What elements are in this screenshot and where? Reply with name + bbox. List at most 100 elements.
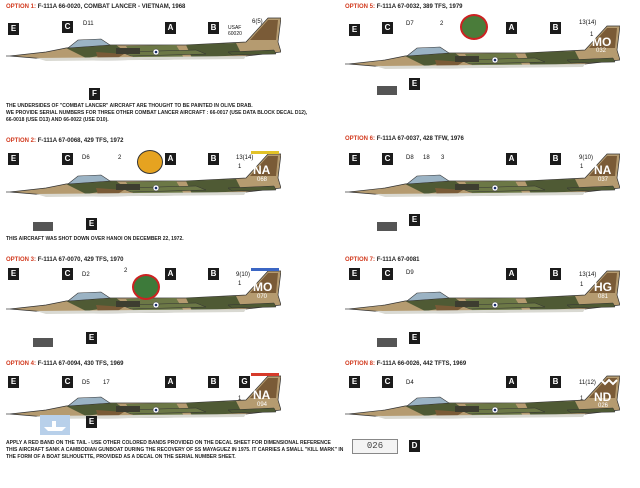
f111-side-view xyxy=(6,151,281,198)
tail-code: NA xyxy=(253,388,271,402)
callout-marker: F xyxy=(89,88,100,100)
tail-serial: 081 xyxy=(598,294,609,300)
decal-number: 13(14) xyxy=(579,272,597,278)
squadron-patch-icon xyxy=(137,150,163,174)
callout-marker: G xyxy=(239,376,250,388)
tail-serial: 094 xyxy=(257,402,268,408)
option-note: WE PROVIDE SERIAL NUMBERS FOR THREE OTHE… xyxy=(6,110,308,116)
tail-code: HG xyxy=(594,280,612,294)
callout-marker: E xyxy=(8,376,19,388)
decal-number: D9 xyxy=(406,270,414,276)
option-note: THIS AIRCRAFT SANK A CAMBODIAN GUNBOAT D… xyxy=(6,447,344,453)
callout-marker: B xyxy=(208,268,219,280)
decal-number: D2 xyxy=(82,272,90,278)
decal-number: 1 xyxy=(580,396,584,402)
aircraft-profile-option-2 xyxy=(6,148,281,208)
decal-number: 3 xyxy=(441,155,445,161)
callout-marker: C xyxy=(382,153,393,165)
option-note: THE FORM OF A BOAT SILHOUETTE, PROVIDED … xyxy=(6,454,236,460)
squadron-patch-icon xyxy=(460,14,488,40)
callout-marker: E xyxy=(349,24,360,36)
option-note: THE UNDERSIDES OF "COMBAT LANCER" AIRCRA… xyxy=(6,103,253,109)
tail-code: MO xyxy=(592,35,612,49)
tail-serial: 032 xyxy=(596,48,607,54)
callout-marker: A xyxy=(165,376,176,388)
callout-marker: B xyxy=(208,376,219,388)
tail-marking: USAF xyxy=(228,25,242,31)
option-title: OPTION 4: F-111A 67-0094, 430 TFS, 1969 xyxy=(6,361,124,367)
swatch xyxy=(33,338,53,347)
aircraft-profile-option-1 xyxy=(6,12,281,72)
decal-number: 9(10) xyxy=(579,155,594,161)
decal-number: 2 xyxy=(118,155,122,161)
option-title: OPTION 7: F-111A 67-0081 xyxy=(345,257,420,263)
callout-marker: C xyxy=(382,22,393,34)
decal-number: 18 xyxy=(423,155,430,161)
decal-number: 17 xyxy=(103,380,110,386)
decal-number: D6 xyxy=(82,155,90,161)
callout-marker: E xyxy=(86,416,97,428)
callout-marker: C xyxy=(62,268,73,280)
callout-marker: E xyxy=(86,218,97,230)
callout-marker: E xyxy=(409,78,420,90)
callout-marker: C xyxy=(382,268,393,280)
callout-marker: E xyxy=(8,268,19,280)
swatch xyxy=(377,86,397,95)
swatch xyxy=(33,222,53,231)
callout-marker: B xyxy=(550,22,561,34)
tail-code: ND xyxy=(594,390,612,404)
decal-number: 1 xyxy=(238,281,242,287)
callout-marker: A xyxy=(165,22,176,34)
decal-number: 2 xyxy=(440,21,444,27)
swatch xyxy=(377,222,397,231)
option-note: 66-0018 (USE D13) AND 66-0022 (USE D10). xyxy=(6,117,109,123)
decal-number: D7 xyxy=(406,21,414,27)
decal-number: 1 xyxy=(580,164,584,170)
serial-number-box: 026 xyxy=(352,439,398,454)
option-note: THIS AIRCRAFT WAS SHOT DOWN OVER HANOI O… xyxy=(6,236,184,242)
callout-marker: A xyxy=(165,268,176,280)
decal-number: 6(5) xyxy=(252,19,263,25)
callout-marker: E xyxy=(349,376,360,388)
option-title: OPTION 2: F-111A 67-0068, 429 TFS, 1972 xyxy=(6,138,124,144)
f111-side-view xyxy=(345,375,620,420)
tail-serial: 068 xyxy=(257,177,268,183)
tail-serial: 070 xyxy=(257,294,268,300)
tail-code: MO xyxy=(253,280,273,294)
option-title: OPTION 3: F-111A 67-0070, 429 TFS, 1970 xyxy=(6,257,124,263)
swatch xyxy=(377,338,397,347)
callout-marker: D xyxy=(409,440,420,452)
aircraft-profile-option-8 xyxy=(345,370,620,430)
callout-marker: B xyxy=(208,153,219,165)
callout-marker: A xyxy=(165,153,176,165)
decal-number: 1 xyxy=(238,164,242,170)
decal-number: 2 xyxy=(124,268,128,274)
tail-code: NA xyxy=(253,163,271,177)
decal-number: 11(12) xyxy=(579,380,596,386)
f111-side-view xyxy=(6,268,281,315)
option-title: OPTION 8: F-111A 66-0026, 442 TFTS, 1969 xyxy=(345,361,467,367)
callout-marker: C xyxy=(62,376,73,388)
tail-serial: 60020 xyxy=(228,31,242,37)
decal-number: D4 xyxy=(406,380,414,386)
callout-marker: C xyxy=(382,376,393,388)
decal-number: 1 xyxy=(590,32,594,38)
callout-marker: B xyxy=(208,22,219,34)
callout-marker: E xyxy=(409,214,420,226)
callout-marker: E xyxy=(8,153,19,165)
callout-marker: B xyxy=(550,153,561,165)
tail-serial: 026 xyxy=(598,403,609,409)
f111-side-view xyxy=(6,17,281,62)
callout-marker: C xyxy=(62,21,73,33)
callout-marker: E xyxy=(349,268,360,280)
callout-marker: E xyxy=(86,332,97,344)
callout-marker: B xyxy=(550,376,561,388)
callout-marker: B xyxy=(550,268,561,280)
f111-side-view xyxy=(6,373,281,420)
decal-number: 1 xyxy=(580,282,584,288)
decal-number: D8 xyxy=(406,155,414,161)
callout-marker: E xyxy=(8,23,19,35)
option-title: OPTION 1: F-111A 66-0020, COMBAT LANCER … xyxy=(6,4,186,10)
option-title: OPTION 5: F-111A 67-0032, 389 TFS, 1979 xyxy=(345,4,463,10)
